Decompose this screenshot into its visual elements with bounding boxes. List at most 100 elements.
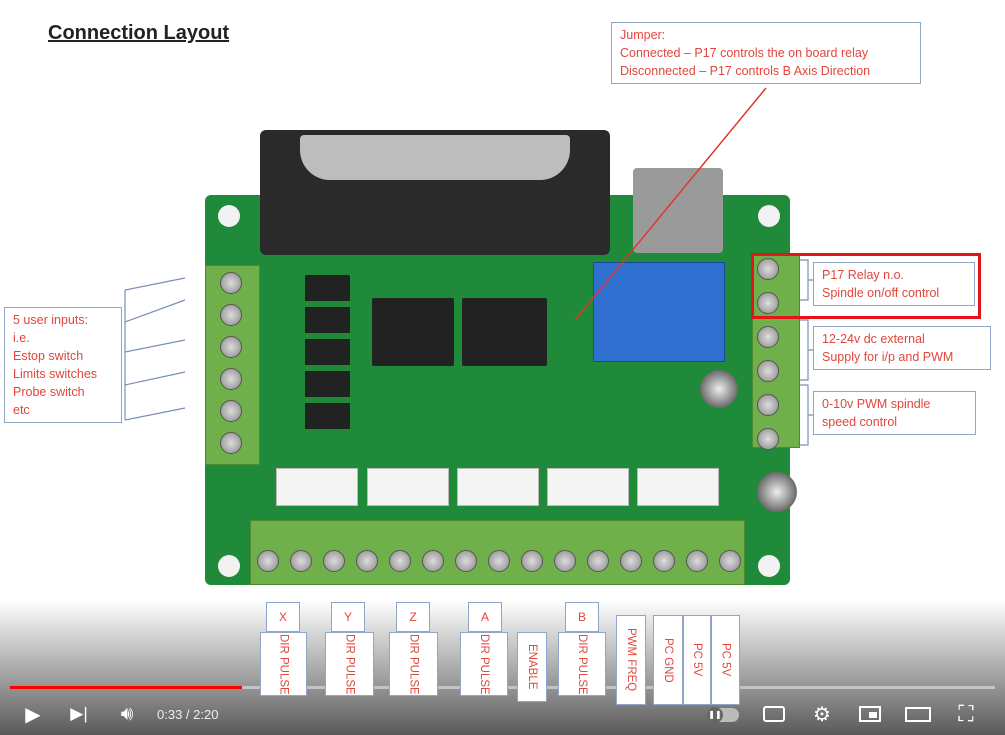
user-inputs-label: 5 user inputs: i.e. Estop switch Limits … <box>4 307 122 423</box>
pwm-freq-pin: PWM FREQ <box>616 615 646 705</box>
terminal-screw <box>220 432 242 454</box>
terminal-screw <box>290 550 312 572</box>
axis-b-label: B <box>565 602 599 632</box>
miniplayer-button[interactable] <box>856 700 884 728</box>
label-line: Supply for i/p and PWM <box>822 350 954 364</box>
terminal-screw <box>757 258 779 280</box>
subtitles-button[interactable] <box>760 700 788 728</box>
terminal-screw <box>257 550 279 572</box>
terminal-screw <box>488 550 510 572</box>
terminal-screw <box>220 272 242 294</box>
axis-x-label: X <box>266 602 300 632</box>
next-button[interactable]: ▶| <box>66 700 92 728</box>
jumper-heading: Jumper: <box>620 28 666 42</box>
label-line: Limits switches <box>13 367 98 381</box>
terminal-screw <box>220 400 242 422</box>
jumper-disconnected: Disconnected – P17 controls B Axis Direc… <box>620 64 871 78</box>
volume-icon: 🔊︎ <box>120 702 134 725</box>
label-line: Spindle on/off control <box>822 286 940 300</box>
optocouplers <box>305 275 350 435</box>
volume-button[interactable]: 🔊︎ <box>113 700 141 728</box>
relay-label: P17 Relay n.o. Spindle on/off control <box>813 262 975 306</box>
label-line: Probe switch <box>13 385 85 399</box>
capacitor <box>757 472 797 512</box>
jst-connector <box>367 468 449 506</box>
usb-port <box>633 168 723 253</box>
label-line: Estop switch <box>13 349 84 363</box>
axis-z-label: Z <box>396 602 430 632</box>
subtitles-icon <box>763 706 785 722</box>
next-icon: ▶| <box>70 704 88 723</box>
theater-button[interactable] <box>903 700 933 728</box>
x-pins: DIR PULSE <box>260 632 307 696</box>
terminal-screw <box>455 550 477 572</box>
axis-a-label: A <box>468 602 502 632</box>
terminal-screw <box>757 428 779 450</box>
label-line: i.e. <box>13 331 30 345</box>
terminal-screw <box>323 550 345 572</box>
pause-icon: ❚❚ <box>707 707 723 723</box>
jst-connector <box>637 468 719 506</box>
terminal-screw <box>521 550 543 572</box>
terminal-screw <box>757 292 779 314</box>
gear-icon: ⚙ <box>813 703 831 726</box>
terminal-screw <box>356 550 378 572</box>
y-pins: DIR PULSE <box>325 632 374 696</box>
terminal-screw <box>554 550 576 572</box>
db25-connector <box>260 130 610 255</box>
play-icon: ▶ <box>25 703 41 726</box>
relay-highlight <box>751 253 981 319</box>
mount-hole <box>218 555 240 577</box>
theater-icon <box>905 706 931 722</box>
autoplay-toggle[interactable]: ❚❚ <box>707 707 739 723</box>
mount-hole <box>758 205 780 227</box>
terminal-screw <box>220 336 242 358</box>
label-line: speed control <box>822 415 898 429</box>
label-line: 12-24v dc external <box>822 332 925 346</box>
label-line: etc <box>13 403 30 417</box>
pc-gnd-pin: PC GND <box>653 615 683 705</box>
terminal-screw <box>757 360 779 382</box>
jumper-label: Jumper: Connected – P17 controls the on … <box>611 22 921 84</box>
slide-title: Connection Layout <box>48 22 230 44</box>
terminal-screw <box>587 550 609 572</box>
fullscreen-button[interactable]: ⛶ <box>952 700 980 728</box>
mount-hole <box>218 205 240 227</box>
miniplayer-icon <box>859 706 881 722</box>
z-pins: DIR PULSE <box>389 632 438 696</box>
terminal-screw <box>757 326 779 348</box>
jumper-connected: Connected – P17 controls the on board re… <box>620 46 869 60</box>
axis-y-label: Y <box>331 602 365 632</box>
b-pins: DIR PULSE <box>558 632 606 696</box>
jst-connector <box>276 468 358 506</box>
jst-connector <box>457 468 539 506</box>
terminal-screw <box>653 550 675 572</box>
terminal-screw <box>620 550 642 572</box>
fullscreen-icon: ⛶ <box>958 701 974 726</box>
ic-chip <box>462 298 547 366</box>
a-pins: DIR PULSE <box>460 632 508 696</box>
time-display: 0:33 / 2:20 <box>157 707 219 722</box>
label-line: P17 Relay n.o. <box>822 268 904 282</box>
pc-5v-pin: PC 5V <box>683 615 711 705</box>
play-button[interactable]: ▶ <box>20 700 46 728</box>
mount-hole <box>758 555 780 577</box>
label-line: 0-10v PWM spindle <box>822 397 931 411</box>
pc-5v-pin: PC 5V <box>711 615 740 705</box>
capacitor <box>700 370 738 408</box>
terminal-screw <box>719 550 741 572</box>
label-line: 5 user inputs: <box>13 313 89 327</box>
terminal-screw <box>422 550 444 572</box>
progress-fill <box>10 686 243 689</box>
enable-pin: ENABLE <box>517 632 547 702</box>
terminal-screw <box>757 394 779 416</box>
jst-connector <box>547 468 629 506</box>
ic-chip <box>372 298 454 366</box>
supply-label: 12-24v dc external Supply for i/p and PW… <box>813 326 991 370</box>
relay <box>593 262 725 362</box>
terminal-screw <box>389 550 411 572</box>
terminal-screw <box>220 368 242 390</box>
settings-button[interactable]: ⚙ <box>808 700 836 728</box>
input-terminal-block <box>205 265 260 465</box>
terminal-screw <box>686 550 708 572</box>
